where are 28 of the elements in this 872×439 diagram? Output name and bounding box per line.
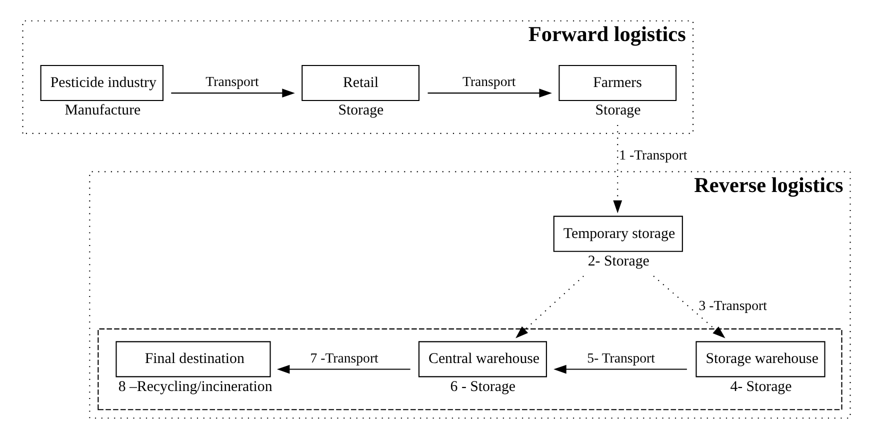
node-box: Pesticide industry <box>40 64 163 102</box>
node-label: Storage <box>594 102 640 119</box>
arrow <box>427 88 552 98</box>
arrow <box>515 276 584 338</box>
edge-label: 1 -Transport <box>618 147 687 162</box>
node-box: Final destination <box>115 341 270 378</box>
node-label: 8 –Recycling/incineration <box>118 378 272 395</box>
node-box: Farmers <box>558 64 676 102</box>
node-label: Storage <box>338 102 384 119</box>
arrow <box>170 88 294 98</box>
node-box: Temporary storage <box>552 216 682 252</box>
edge-label: 3 -Transport <box>698 298 766 314</box>
node-label: 4- Storage <box>730 378 792 395</box>
edge-label: Transport <box>462 74 516 90</box>
edge-label: 5- Transport <box>586 350 654 366</box>
arrow <box>612 124 622 214</box>
node-box: Retail <box>301 64 419 102</box>
arrow <box>553 364 686 374</box>
node-box: Central warehouse <box>418 341 546 378</box>
node-box: Storage warehouse <box>695 341 825 378</box>
arrow <box>652 276 725 338</box>
cluster <box>97 328 842 410</box>
edge-label: Transport <box>205 74 258 90</box>
edge-label: 7 -Transport <box>310 350 378 366</box>
node-label: 6 - Storage <box>450 378 516 395</box>
node-label: 2- Storage <box>587 253 649 270</box>
node-label: Manufacture <box>64 102 140 119</box>
arrow <box>276 364 410 374</box>
